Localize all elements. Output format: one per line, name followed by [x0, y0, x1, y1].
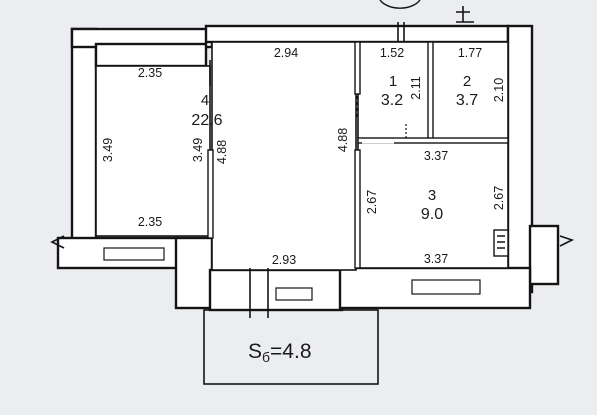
dim-room3-top: 3.37 — [424, 149, 448, 163]
dim-room3-bottom: 3.37 — [424, 252, 448, 266]
window-room3 — [411, 279, 481, 295]
dimension-labels: 2.35 2.35 2.94 2.93 1.52 1.77 3.37 3.37 … — [101, 46, 506, 267]
dim-room3-left: 2.67 — [365, 190, 379, 214]
room-interiors — [95, 41, 509, 271]
room-labels: 4 22.6 1 3.2 2 3.7 3 9.0 — [191, 73, 478, 223]
dim-room2-side: 2.10 — [492, 78, 506, 102]
dim-room1-top: 1.52 — [380, 46, 404, 60]
room-4-number: 4 — [201, 92, 209, 109]
dim-room2-top: 1.77 — [458, 46, 482, 60]
wall-top-left-inner — [94, 42, 208, 68]
wall-right-lower — [528, 224, 560, 286]
partition-room1-room2 — [427, 41, 434, 143]
room-1-area: 3.2 — [381, 92, 403, 109]
top-wall-vent — [456, 6, 470, 22]
balcony-label-sub: б — [262, 349, 270, 365]
dim-room4-right: 3.49 — [191, 138, 205, 162]
wall-bottom-pier — [174, 236, 214, 310]
room-1-number: 1 — [389, 73, 397, 90]
hall-interior — [211, 41, 357, 271]
balcony-area-label: Sб=4.8 — [248, 340, 312, 365]
room-2-number: 2 — [463, 73, 471, 90]
wall-break-right — [559, 235, 575, 247]
wall-break-left — [50, 235, 65, 249]
dim-hall-bottom: 2.93 — [272, 253, 296, 267]
partition-room4-lower — [207, 149, 214, 239]
room-3-interior — [357, 141, 509, 269]
room-4-interior — [95, 65, 211, 237]
stove-icon — [493, 229, 509, 257]
partition-hall-room1 — [354, 41, 361, 95]
room-3-area: 9.0 — [421, 206, 443, 223]
dim-room4-inner: 4.88 — [215, 140, 229, 164]
compass-arc — [379, 0, 421, 9]
room-4-area: 22.6 — [191, 112, 222, 129]
partition-room3-top — [357, 137, 509, 144]
dim-hall-top: 2.94 — [274, 46, 298, 60]
wall-right — [506, 24, 534, 294]
dim-hall-right: 4.88 — [336, 128, 350, 152]
window-room4 — [103, 247, 165, 261]
balcony-label-main: S — [248, 340, 262, 363]
room-2-interior — [429, 41, 509, 141]
dim-room1-side: 2.11 — [409, 76, 423, 99]
wall-left — [70, 27, 98, 268]
wall-top — [204, 24, 510, 44]
balcony-label-value: =4.8 — [270, 340, 311, 363]
room-3-number: 3 — [428, 187, 436, 204]
stove-grid — [497, 235, 505, 249]
room-2-area: 3.7 — [456, 92, 478, 109]
dim-room4-bottom: 2.35 — [138, 215, 162, 229]
partitions — [50, 6, 575, 318]
partition-hall-room3 — [354, 149, 361, 269]
dim-room4-left: 3.49 — [101, 138, 115, 162]
balcony-outline — [203, 309, 379, 385]
dim-room4-top: 2.35 — [138, 66, 162, 80]
dim-room3-right: 2.67 — [492, 186, 506, 210]
window-hall — [275, 287, 313, 301]
